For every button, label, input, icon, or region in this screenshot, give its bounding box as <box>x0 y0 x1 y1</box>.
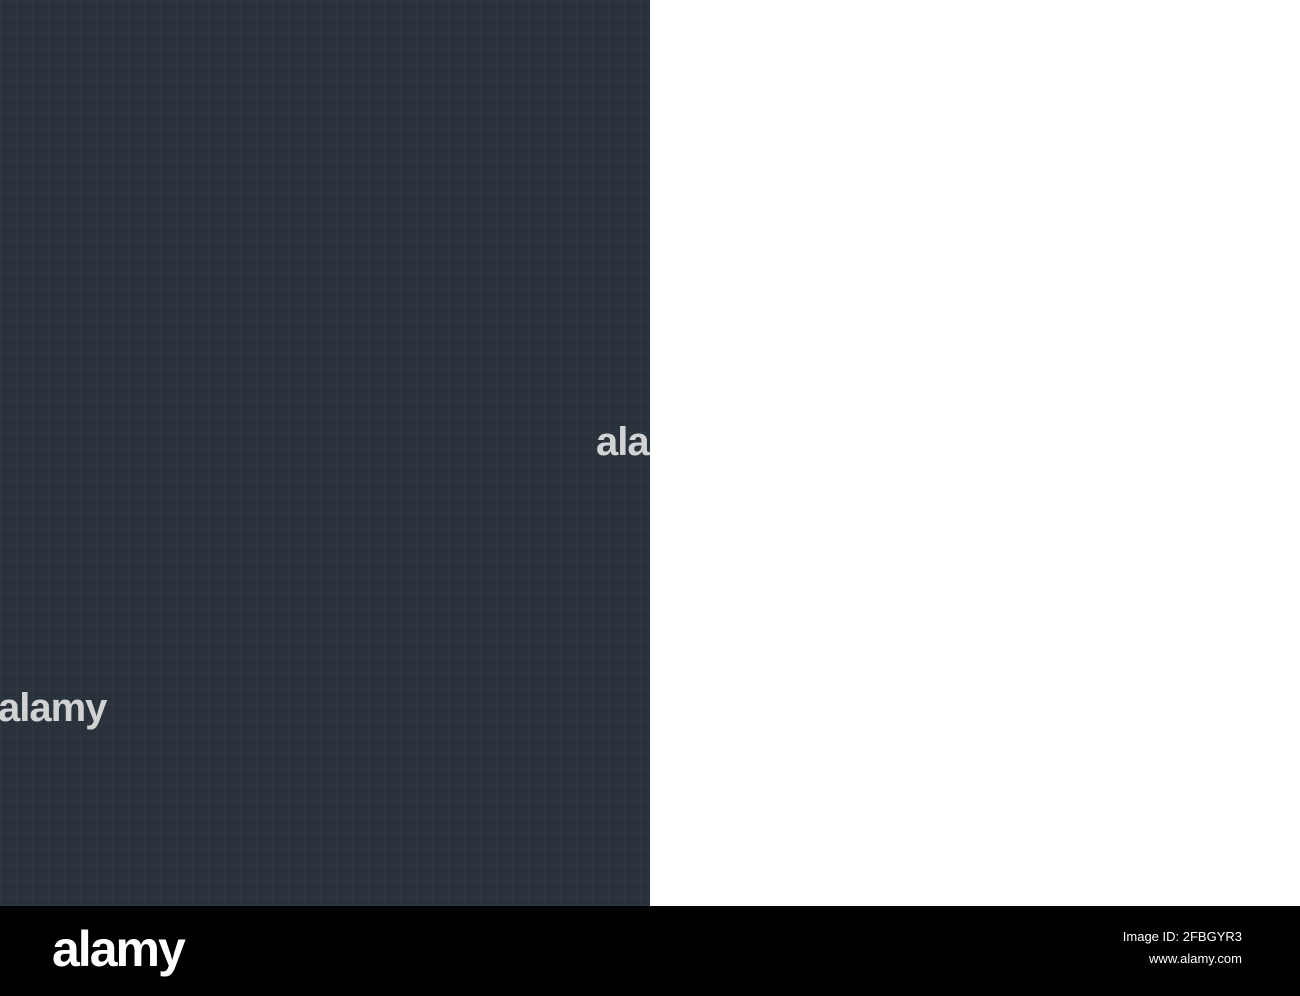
dark-panel-grid <box>0 0 650 906</box>
alamy-logo[interactable]: alamy <box>52 921 186 977</box>
footer-info: Image ID: 2FBGYR3 www.alamy.com <box>1123 926 1242 970</box>
watermark-right: ala <box>596 420 650 464</box>
watermark-left: alamy <box>0 686 107 730</box>
footer-bar: alamy Image ID: 2FBGYR3 www.alamy.com <box>0 906 1300 996</box>
light-panel-background <box>650 0 1300 906</box>
dark-blueprint-panel <box>0 0 650 906</box>
image-id-text: Image ID: 2FBGYR3 <box>1122 929 1242 944</box>
site-link[interactable]: www.alamy.com <box>1149 951 1242 966</box>
light-blueprint-panel <box>650 0 1300 906</box>
